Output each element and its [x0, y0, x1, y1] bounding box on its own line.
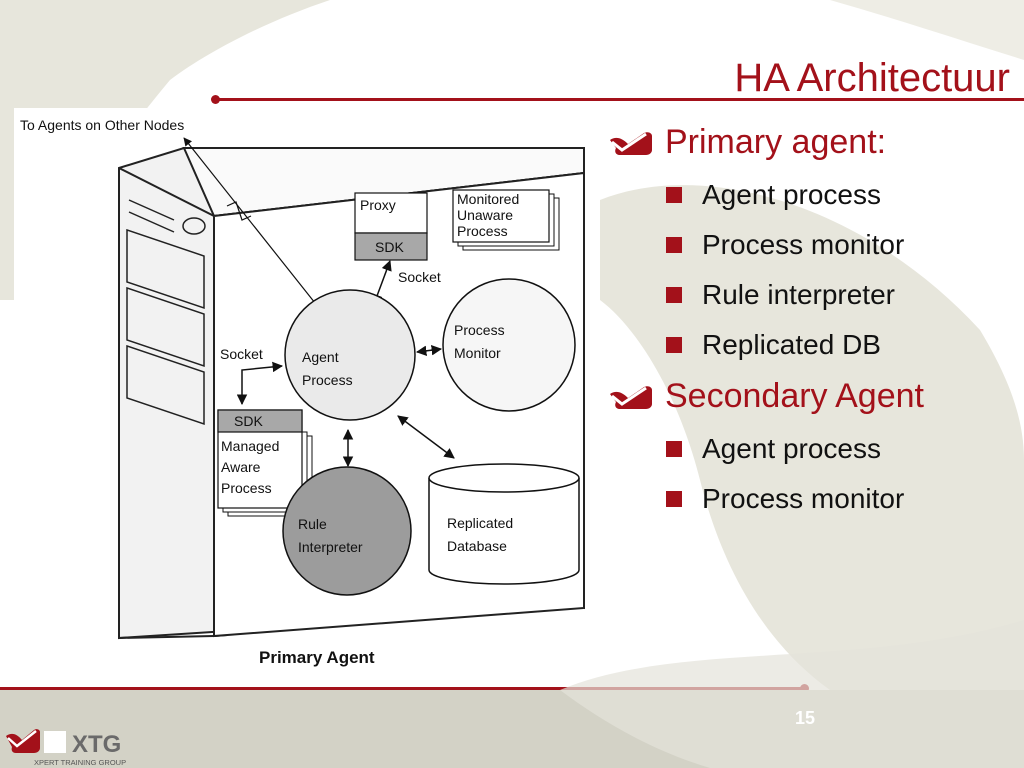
managed-label-line: Aware [221, 459, 261, 475]
checkmark-bullet-icon [610, 386, 652, 409]
svg-text:Monitored Unaware: Monitored Unaware Process [457, 191, 523, 239]
xtg-logo: XTG XPERT TRAINING GROUP [6, 729, 126, 767]
sdk-left-label: SDK [234, 413, 263, 429]
sdk-top-label: SDK [375, 239, 404, 255]
slide-title: HA Architectuur [734, 56, 1010, 100]
footer-swoosh [560, 620, 1024, 768]
proxy-label: Proxy [360, 197, 396, 213]
replicated-database-node: Replicated Database [428, 463, 580, 585]
rule-interpreter-node [282, 466, 412, 596]
svg-text:Agent Process: Agent Process [302, 349, 353, 388]
socket-arrow-left [236, 361, 284, 406]
square-bullet-icon [666, 441, 682, 457]
sub-bullet-label: Process monitor [702, 229, 905, 260]
svg-text:XTG: XTG [72, 731, 121, 758]
database-label-line: Database [447, 538, 507, 554]
agent-process-node [284, 289, 416, 421]
managed-label-line: Process [221, 480, 272, 496]
sub-bullet: Process monitor [608, 474, 1018, 524]
square-bullet-icon [666, 491, 682, 507]
sub-bullet-label: Process monitor [702, 483, 905, 514]
database-label-line: Replicated [447, 515, 513, 531]
svg-text:Managed Aware: Managed Aware Process [221, 438, 283, 496]
svg-text:Process Monitor: Process Monitor [454, 322, 508, 361]
monitored-label-line: Monitored [457, 191, 519, 207]
svg-text:Rule Interpreter: Rule Interpreter [298, 516, 363, 555]
svg-text:XPERT TRAINING GROUP: XPERT TRAINING GROUP [34, 758, 126, 767]
square-bullet-icon [666, 287, 682, 303]
socket-left-label: Socket [220, 346, 263, 362]
bullet-label: Primary agent: [665, 123, 887, 161]
diagram-canvas: To Agents on Other Nodes Proxy SDK Monit… [20, 117, 585, 667]
sub-bullet-label: Agent process [702, 179, 881, 210]
agent-label-line: Agent [302, 349, 339, 365]
footer-divider [0, 687, 808, 690]
square-bullet-icon [666, 337, 682, 353]
top-note-label: To Agents on Other Nodes [20, 117, 184, 133]
sub-bullet-label: Replicated DB [702, 329, 881, 360]
socket-top-label: Socket [398, 269, 441, 285]
diagram-caption: Primary Agent [259, 648, 375, 667]
bullet-secondary-agent: Secondary Agent [608, 374, 1018, 424]
sub-bullet: Process monitor [608, 220, 1018, 270]
svg-text:Replicated Database: Replicated Database [447, 515, 517, 554]
external-link-arrow [183, 137, 320, 309]
sdk-top-box [354, 232, 428, 261]
square-bullet-icon [666, 187, 682, 203]
page-number: 15 [795, 708, 816, 728]
rule-label-line: Interpreter [298, 539, 363, 555]
agent-label-line: Process [302, 372, 353, 388]
database-arrow [397, 415, 455, 459]
rule-label-line: Rule [298, 516, 327, 532]
monitored-label-line: Process [457, 223, 508, 239]
monitor-label-line: Monitor [454, 345, 501, 361]
sub-bullet: Agent process [608, 424, 1018, 474]
checkmark-bullet-icon [610, 132, 652, 155]
monitored-process-stack: Monitored Unaware Process [452, 189, 560, 251]
sub-bullet: Agent process [608, 170, 1018, 220]
sub-bullet: Replicated DB [608, 320, 1018, 370]
square-bullet-icon [666, 237, 682, 253]
monitor-arrow [415, 344, 443, 357]
monitor-label-line: Process [454, 322, 505, 338]
bullet-primary-agent: Primary agent: [608, 120, 1018, 170]
managed-label-line: Managed [221, 438, 279, 454]
monitored-label-line: Unaware [457, 207, 513, 223]
sub-bullet: Rule interpreter [608, 270, 1018, 320]
sub-bullet-label: Rule interpreter [702, 279, 895, 310]
bullet-label: Secondary Agent [665, 377, 924, 415]
process-monitor-node [442, 278, 576, 412]
divider-dot [211, 95, 220, 104]
sdk-left-box [217, 409, 303, 433]
bullet-list: Primary agent: Agent process Process mon… [608, 120, 1018, 524]
architecture-diagram: To Agents on Other Nodes Proxy SDK Monit… [14, 108, 599, 680]
title-divider [215, 98, 1024, 101]
sub-bullet-label: Agent process [702, 433, 881, 464]
